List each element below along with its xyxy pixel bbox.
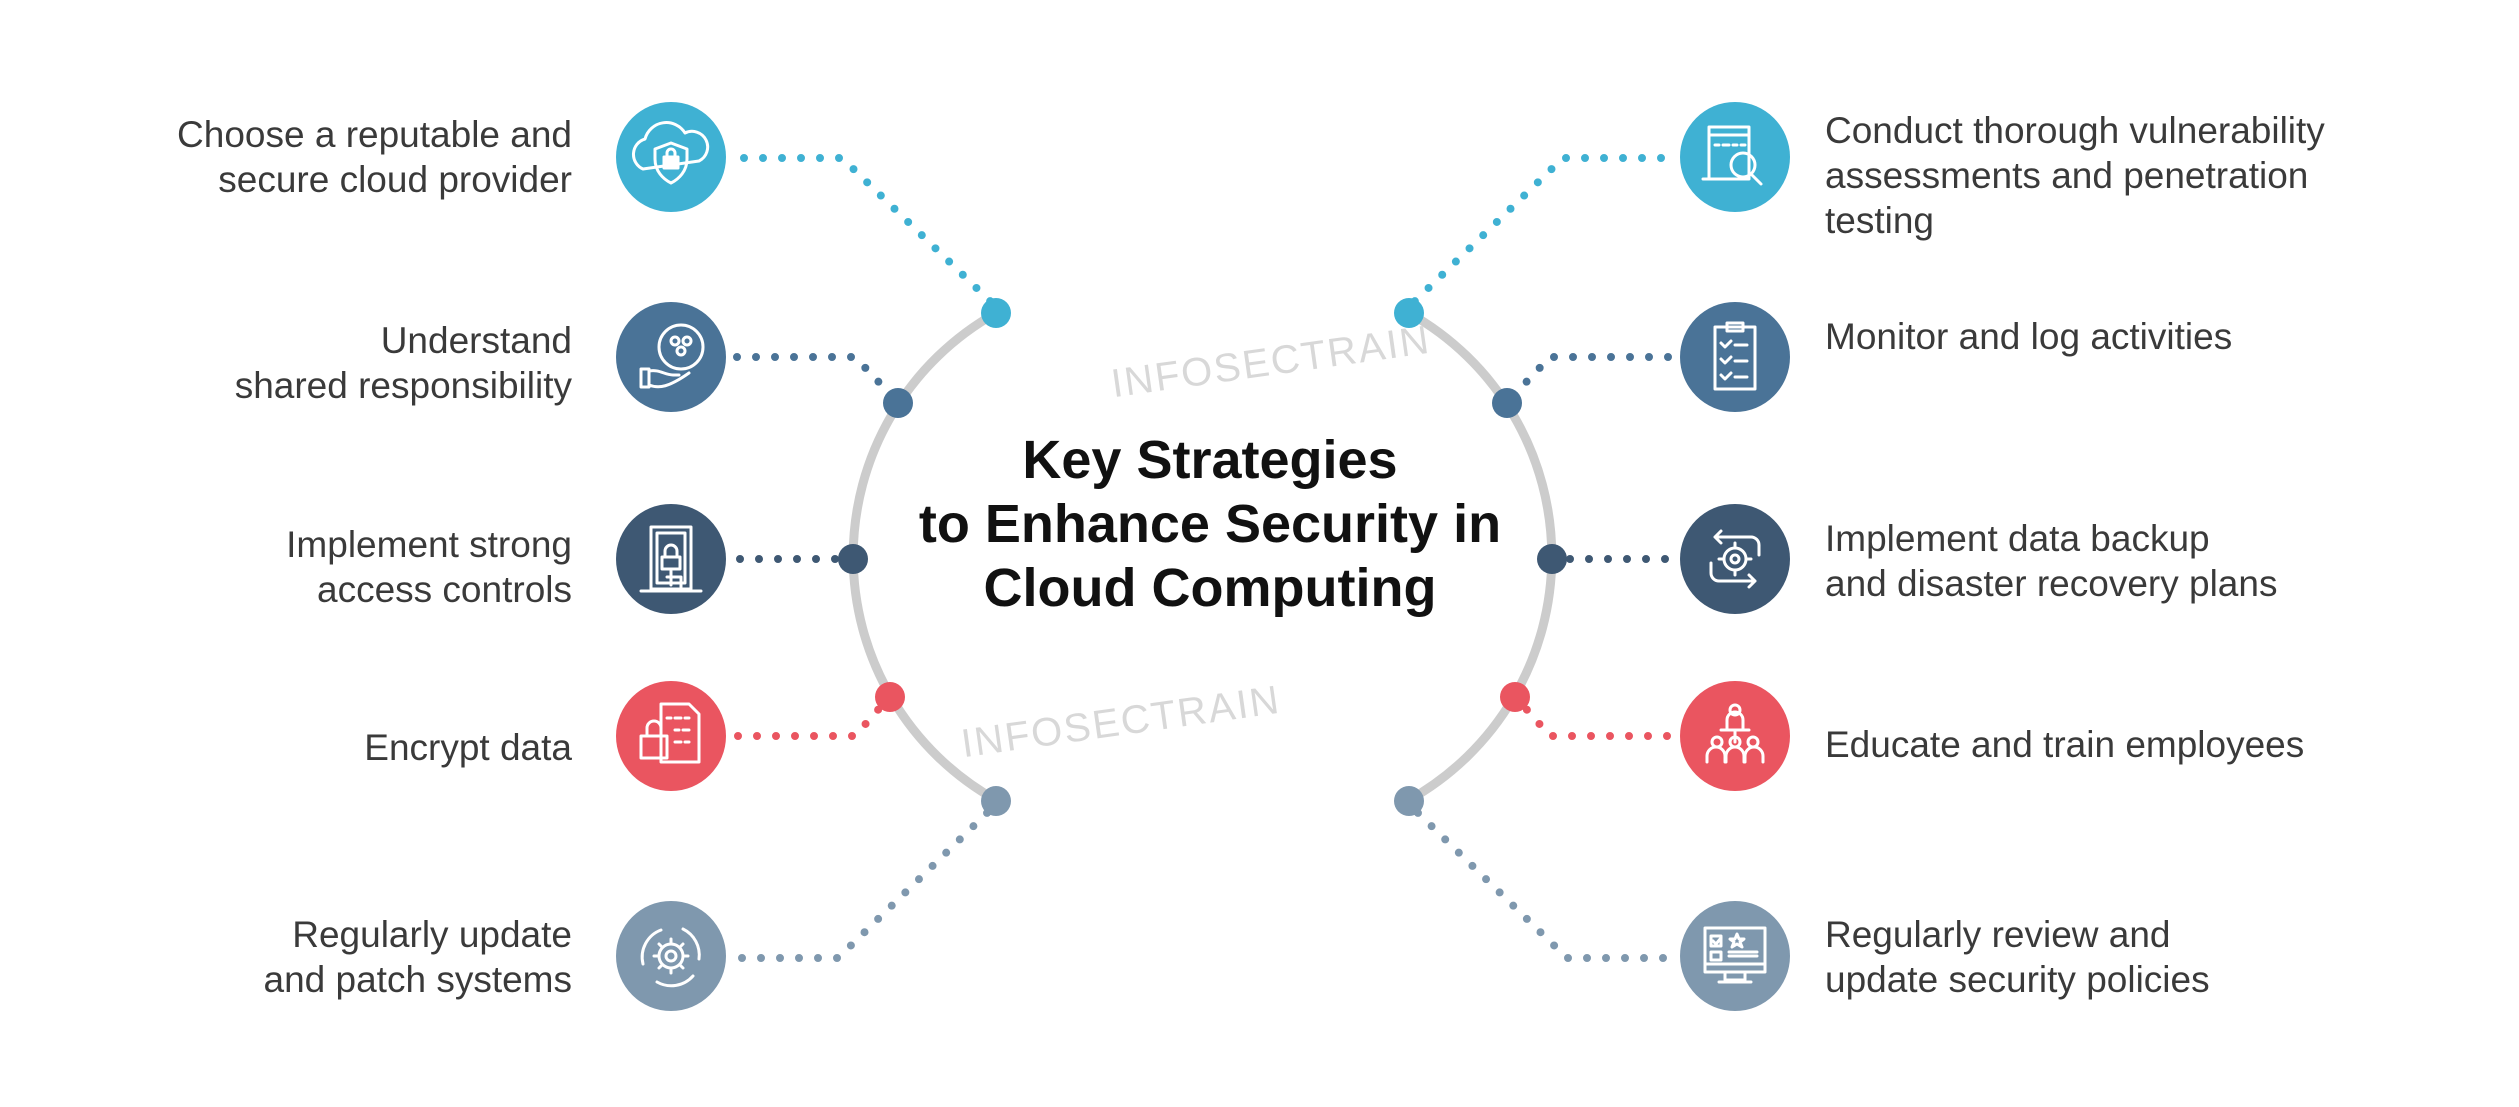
right-icon-badge-3 [1680, 504, 1790, 614]
encrypted-file-icon [639, 702, 701, 764]
left-icon-badge-3 [616, 504, 726, 614]
code-search-icon [1701, 125, 1763, 186]
door-access-icon [639, 525, 703, 593]
gear-cycle-icon [640, 927, 701, 988]
title-line-3: Cloud Computing [983, 558, 1437, 618]
left-connector-4 [734, 699, 888, 740]
strategy-label-monitor-log: Monitor and log activities [1825, 316, 2233, 357]
right-icon-badge-4 [1680, 681, 1790, 791]
right-connector-4 [1517, 699, 1671, 740]
monitor-review-icon [1703, 926, 1767, 984]
right-icon-badge-1 [1680, 102, 1790, 212]
strategy-label-review-policies: Regularly review and update security pol… [1825, 914, 2210, 1000]
strategy-label-educate-train: Educate and train employees [1825, 724, 2305, 765]
checklist-clipboard-icon [1713, 321, 1757, 391]
right-icon-badge-2 [1680, 302, 1790, 412]
right-connector-2 [1509, 353, 1672, 400]
strategy-label-backup-recovery: Implement data backup and disaster recov… [1825, 518, 2278, 604]
title-line-2: to Enhance Security in [918, 494, 1502, 554]
right-icon-badge-5 [1680, 901, 1790, 1011]
strategy-label-vulnerability-testing: Conduct thorough vulnerability assessmen… [1825, 110, 2325, 241]
left-icon-badge-5 [616, 901, 726, 1011]
left-icon-badge-2 [616, 302, 726, 412]
hand-group-icon [639, 323, 705, 389]
strategy-label-shared-responsibility: Understand shared responsibility [234, 320, 572, 406]
left-icon-badge-4 [616, 681, 726, 791]
left-arc-node-2 [883, 388, 913, 418]
right-connector-5 [1411, 806, 1667, 962]
left-arc-node-5 [981, 786, 1011, 816]
left-arc-node-4 [875, 682, 905, 712]
right-connector-1 [1409, 154, 1665, 307]
left-arc-node-1 [981, 298, 1011, 328]
title-line-1: Key Strategies [1022, 430, 1398, 490]
left-connector-1 [740, 154, 996, 307]
left-connector-2 [733, 353, 896, 400]
right-arc-node-4 [1500, 682, 1530, 712]
strategy-label-encrypt-data: Encrypt data [364, 727, 572, 768]
right-arc-node-1 [1394, 298, 1424, 328]
right-arc-node-5 [1394, 786, 1424, 816]
strategy-label-access-controls: Implement strong access controls [286, 524, 572, 610]
right-arc-node-3 [1537, 544, 1567, 574]
cloud-lock-icon [632, 121, 710, 185]
strategy-label-update-patch: Regularly update and patch systems [263, 914, 572, 1000]
left-connector-5 [738, 806, 994, 962]
left-arc-node-3 [838, 544, 868, 574]
page-title: Key Strategies to Enhance Security in Cl… [860, 428, 1560, 620]
training-group-icon [1705, 703, 1765, 764]
backup-gear-icon [1709, 529, 1761, 589]
strategy-label-choose-provider: Choose a reputable and secure cloud prov… [177, 114, 572, 200]
right-arc-node-2 [1492, 388, 1522, 418]
left-icon-badge-1 [616, 102, 726, 212]
